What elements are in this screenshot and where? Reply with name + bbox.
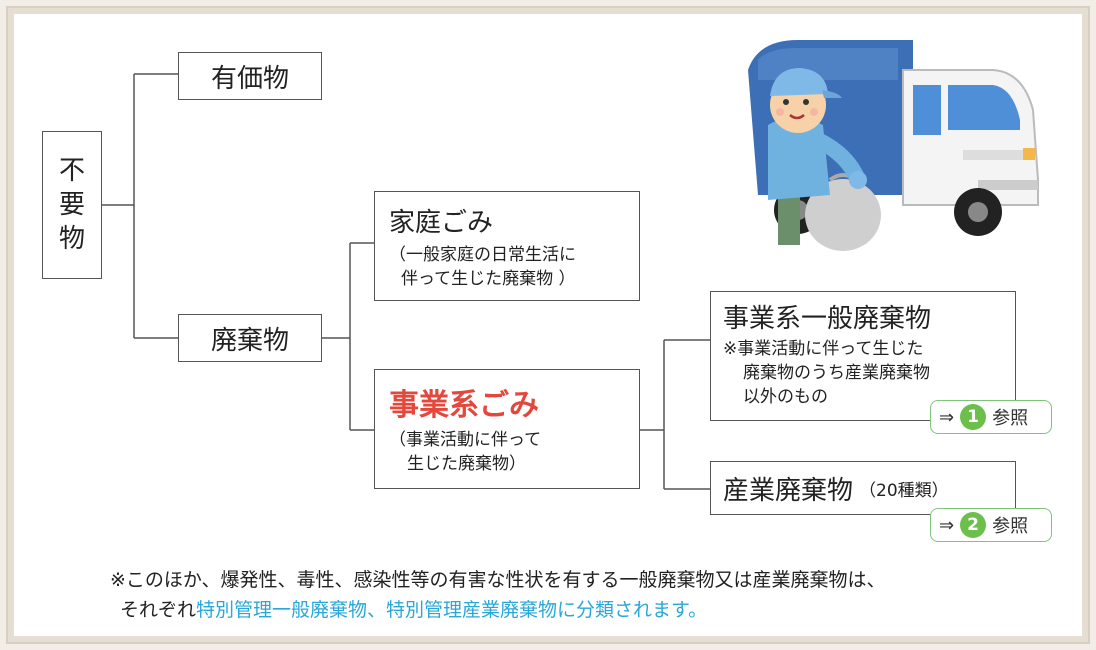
node-industrial-count: （20種類） (859, 480, 949, 501)
node-business-general-note1: ※事業活動に伴って生じた (723, 339, 924, 359)
node-business-desc2: 生じた廃棄物） (407, 454, 526, 474)
node-business-general-title: 事業系一般廃棄物 (723, 304, 932, 334)
node-business-general-note3: 以外のもの (743, 387, 828, 407)
node-household-desc2: 伴って生じた廃棄物 ） (401, 269, 576, 289)
node-business-general-waste: 事業系一般廃棄物 ※事業活動に伴って生じた 廃棄物のうち産業廃棄物 以外のもの (710, 291, 1016, 421)
footnote-line2-prefix: それぞれ (120, 599, 197, 621)
node-waste-label: 廃棄物 (210, 325, 289, 356)
node-business-desc1: （事業活動に伴って (389, 430, 542, 450)
reference-2-badge: ⇒ 2 参照 (930, 508, 1052, 542)
node-business: 事業系ごみ （事業活動に伴って 生じた廃棄物） (374, 369, 640, 489)
arrow-icon: ⇒ (939, 514, 955, 536)
root-char-2: 要 (58, 190, 85, 220)
footnote-line2-highlight: 特別管理一般廃棄物、特別管理産業廃棄物に分類されます。 (196, 599, 708, 621)
node-valuable: 有価物 (178, 52, 322, 100)
root-char-1: 不 (58, 156, 85, 186)
node-industrial-waste: 産業廃棄物 （20種類） (710, 461, 1016, 515)
node-household: 家庭ごみ （一般家庭の日常生活に 伴って生じた廃棄物 ） (374, 191, 640, 301)
arrow-icon: ⇒ (939, 406, 955, 428)
node-business-title: 事業系ごみ (389, 388, 539, 423)
root-node-unnecessary: 不 要 物 (42, 131, 102, 279)
reference-1-badge: ⇒ 1 参照 (930, 400, 1052, 434)
footnote: ※このほか、爆発性、毒性、感染性等の有害な性状を有する一般廃棄物又は産業廃棄物は… (110, 565, 886, 625)
ref-number-2: 2 (960, 512, 987, 538)
footnote-line1: ※このほか、爆発性、毒性、感染性等の有害な性状を有する一般廃棄物又は産業廃棄物は… (110, 569, 886, 591)
node-waste: 廃棄物 (178, 314, 322, 362)
ref-number-1: 1 (960, 404, 987, 430)
garbage-truck-worker-illustration (748, 40, 1039, 251)
ref-label-1: 参照 (992, 408, 1029, 429)
root-char-3: 物 (58, 224, 85, 254)
node-industrial-title: 産業廃棄物 (723, 475, 854, 506)
node-household-desc1: （一般家庭の日常生活に (389, 245, 576, 265)
node-valuable-label: 有価物 (210, 63, 289, 94)
node-business-general-note2: 廃棄物のうち産業廃棄物 (743, 363, 930, 383)
ref-label-2: 参照 (992, 516, 1029, 537)
node-household-title: 家庭ごみ (389, 208, 494, 238)
